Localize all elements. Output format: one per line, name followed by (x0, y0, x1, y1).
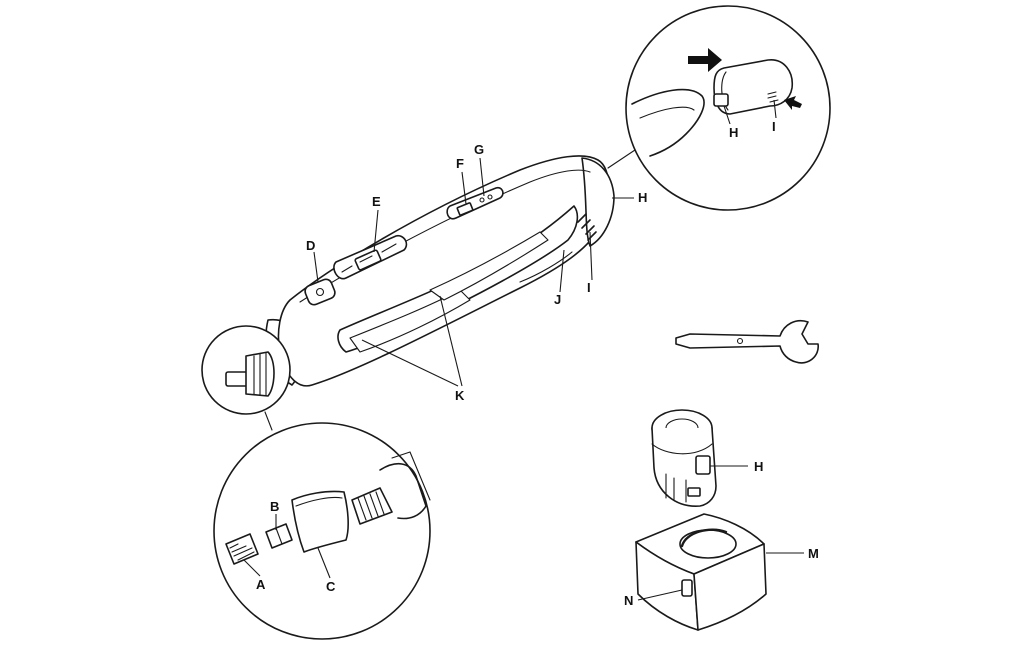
label-n: N (624, 593, 633, 608)
switch-f (456, 202, 474, 216)
leader-lines (243, 99, 804, 601)
battery-latch (695, 455, 711, 475)
insert-arrow-icon (688, 48, 722, 72)
label-e: E (372, 194, 381, 209)
callout-labels: D E F G H I J K H I A B C H M N (256, 119, 819, 608)
label-h-main: H (638, 190, 647, 205)
label-g: G (474, 142, 484, 157)
part-c-sleeve-top (295, 496, 343, 507)
label-m: M (808, 546, 819, 561)
charger-socket-rim (680, 528, 728, 548)
leader-f (461, 171, 467, 205)
label-h-detail: H (729, 125, 738, 140)
power-button (304, 278, 336, 306)
detail-tool-housing-2 (391, 451, 431, 501)
leader-i-main (589, 231, 593, 281)
battery-insert-detail (625, 5, 831, 211)
label-a: A (256, 577, 266, 592)
power-button-icon (315, 287, 325, 297)
label-b: B (270, 499, 279, 514)
tool-underside (519, 251, 573, 283)
tool-grip-panel-2 (429, 231, 549, 301)
leader-a (243, 559, 261, 577)
part-a-knurl (229, 543, 255, 561)
battery-terminal (687, 487, 701, 497)
battery-pack (651, 409, 717, 507)
charger-side (693, 543, 767, 631)
label-k: K (455, 388, 465, 403)
label-j: J (554, 292, 561, 307)
charger (635, 513, 767, 631)
battery-body (651, 427, 717, 507)
detail-battery-top (721, 71, 729, 111)
spindle-thread-lines (357, 491, 385, 521)
tool-body (277, 155, 610, 387)
part-b-slit (275, 527, 283, 545)
detail-battery (713, 59, 793, 115)
rotary-tool (265, 155, 615, 387)
speed-slider-lines (341, 243, 397, 273)
tool-grip-panel (349, 289, 471, 353)
leader-k-1 (361, 339, 459, 387)
label-f: F (456, 156, 464, 171)
leader-k-2 (439, 295, 463, 387)
charger-led (681, 579, 693, 597)
battery-side (651, 443, 713, 455)
label-d: D (306, 238, 315, 253)
detail-tool-handle (631, 88, 705, 157)
leader-g (479, 157, 485, 197)
detail-connector-bottom (264, 411, 273, 431)
leader-e (373, 209, 379, 253)
accessory-assembly-detail (213, 422, 431, 640)
release-arrow-icon (784, 96, 802, 110)
indicator-g-2 (487, 194, 493, 200)
label-i-detail: I (772, 119, 776, 134)
collet-detail-small (201, 325, 291, 415)
leader-c (317, 547, 331, 579)
leader-n (637, 589, 683, 601)
wrench (675, 320, 819, 364)
collet-shaft (225, 371, 249, 387)
leader-i-detail (773, 99, 777, 119)
label-c: C (326, 579, 336, 594)
label-i-main: I (587, 280, 591, 295)
battery-contacts (665, 473, 687, 503)
indicator-g-1 (479, 197, 485, 203)
part-c-sleeve (291, 490, 349, 553)
leader-h-detail (723, 105, 731, 125)
collet-knurl-lines (253, 352, 267, 397)
detail-tool-housing (379, 463, 427, 520)
wrench-shape (675, 320, 819, 364)
leader-j (559, 249, 565, 293)
tool-rear-cap (581, 157, 615, 247)
detail-tool-handle-inner (639, 106, 695, 119)
spindle-thread (351, 487, 393, 525)
leader-d (313, 251, 319, 283)
label-h-battery: H (754, 459, 763, 474)
tool-vent (577, 213, 597, 241)
detail-battery-contact (713, 93, 729, 107)
charger-socket (679, 529, 737, 559)
speed-slider-knob (354, 249, 382, 271)
wrench-hole (736, 337, 744, 345)
